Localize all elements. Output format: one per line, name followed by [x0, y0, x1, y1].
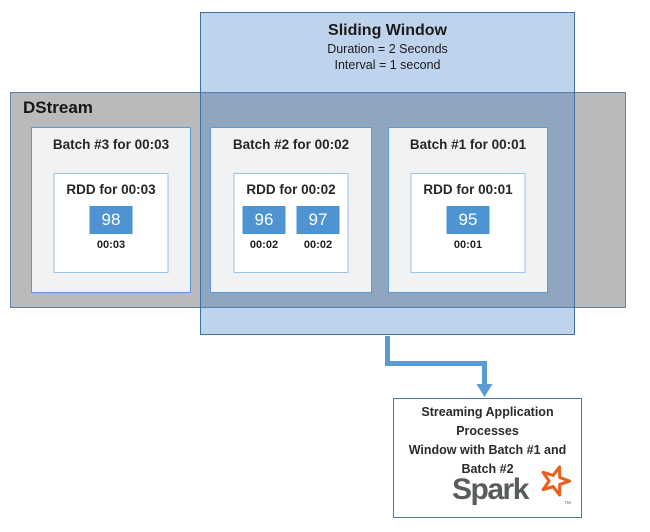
rdd-element-time: 00:03: [96, 239, 126, 251]
processor-text-line: Streaming Application: [421, 405, 554, 419]
rdd-box-00-03: RDD for 00:03 98 00:03: [53, 173, 169, 273]
batch-3-title: Batch #3 for 00:03: [52, 137, 170, 152]
rdd-element-group: 96 00:02: [242, 206, 286, 251]
rdd-element-time: 00:02: [303, 239, 333, 251]
rdd-element-group: 97 00:02: [296, 206, 340, 251]
rdd-00-02-title: RDD for 00:02: [246, 182, 336, 197]
sliding-window-title: Sliding Window: [328, 22, 447, 39]
batch-1-box: Batch #1 for 00:01 RDD for 00:01 95 00:0…: [388, 127, 548, 293]
rdd-00-02-cells: 96 00:02 97 00:02: [235, 206, 348, 251]
spark-logo: Spark ™: [394, 399, 581, 517]
batch-3-box: Batch #3 for 00:03 RDD for 00:03 98 00:0…: [31, 127, 191, 293]
sliding-window-duration: Duration = 2 Seconds: [327, 42, 448, 56]
processor-text-line: Processes: [456, 424, 519, 438]
rdd-00-01-cells: 95 00:01: [412, 206, 525, 251]
rdd-element-value: 96: [242, 206, 286, 234]
rdd-00-03-cells: 98 00:03: [55, 206, 168, 251]
rdd-element-value: 95: [446, 206, 490, 234]
spark-logo-wordmark: Spark: [452, 473, 529, 506]
processor-text-line: Window with Batch #1 and: [408, 443, 567, 457]
batch-2-box: Batch #2 for 00:02 RDD for 00:02 96 00:0…: [210, 127, 372, 293]
rdd-element-group: 98 00:03: [89, 206, 133, 251]
processor-text-line: Batch #2: [461, 462, 514, 476]
rdd-element-time: 00:02: [249, 239, 279, 251]
sliding-window-interval: Interval = 1 second: [334, 58, 441, 72]
batch-2-title: Batch #2 for 00:02: [232, 137, 350, 152]
rdd-element-group: 95 00:01: [446, 206, 490, 251]
rdd-box-00-02: RDD for 00:02 96 00:02 97 00:02: [233, 173, 349, 273]
batch-1-title: Batch #1 for 00:01: [409, 137, 527, 152]
rdd-element-time: 00:01: [453, 239, 483, 251]
rdd-element-value: 98: [89, 206, 133, 234]
spark-trademark: ™: [564, 501, 571, 508]
spark-star-icon: [541, 465, 572, 497]
rdd-box-00-01: RDD for 00:01 95 00:01: [410, 173, 526, 273]
rdd-00-01-title: RDD for 00:01: [423, 182, 513, 197]
rdd-element-value: 97: [296, 206, 340, 234]
dstream-label: DStream: [23, 98, 93, 117]
streaming-application-box: Streaming Application Processes Window w…: [393, 398, 582, 518]
rdd-00-03-title: RDD for 00:03: [66, 182, 156, 197]
